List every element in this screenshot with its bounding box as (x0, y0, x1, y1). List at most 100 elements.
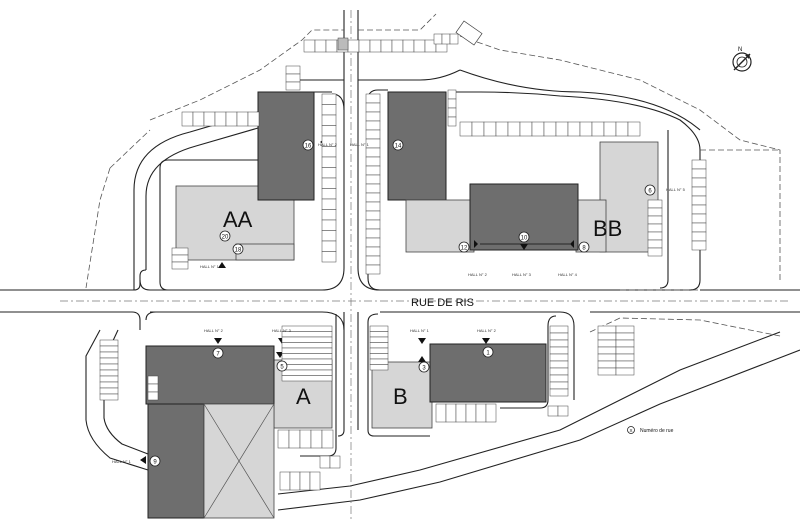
parking-lot-cell (365, 165, 381, 176)
parking-lot-cell (214, 111, 227, 127)
parking-lot-cell (203, 111, 216, 127)
parking-lot-cell (445, 403, 457, 423)
parking-lot-cell (303, 39, 316, 53)
parking-lot-cell (321, 251, 337, 263)
parking-lot-cell (281, 336, 333, 343)
parking-lot-cell (99, 369, 119, 377)
parking-lot-cell (531, 121, 545, 137)
parking-lot-cell (485, 403, 497, 423)
parking-lot-cell (99, 357, 119, 365)
parking-lot-cell (507, 121, 521, 137)
building-label-aa: AA (223, 207, 253, 232)
parking-lot-cell (455, 403, 467, 423)
parking-lot-cell (279, 471, 291, 491)
parking-lot-cell (281, 375, 333, 382)
parking-lot-cell (299, 471, 311, 491)
parking-lot-cell (321, 429, 334, 449)
parking-lot-cell (495, 121, 509, 137)
parking-lots (99, 33, 707, 491)
street-label: RUE DE RIS (411, 297, 474, 309)
parking-lot-cell (447, 98, 457, 109)
parking-lot-cell (365, 129, 381, 140)
parking-lot-cell (236, 111, 249, 127)
parking-lot-cell (647, 247, 663, 257)
parking-lot-cell (549, 374, 569, 383)
svg-text:1: 1 (486, 351, 490, 357)
parking-lot-cell (549, 360, 569, 369)
hall-label: HALL N° 5 (666, 187, 686, 192)
parking-lot-cell (310, 429, 323, 449)
street-number-marker: 12 (458, 241, 470, 253)
parking-lot-cell (365, 183, 381, 194)
street-number-marker: 6 (644, 184, 656, 196)
legend: X Numéro de rue (627, 426, 674, 434)
parking-lot-cell (321, 240, 337, 252)
parking-lot-cell (647, 223, 663, 233)
parking-lot-cell (281, 364, 333, 371)
parking-lot-cell (321, 209, 337, 221)
parking-lot-cell (647, 239, 663, 249)
parking-lot-cell (691, 168, 707, 179)
parking-lot-cell (547, 405, 559, 417)
parking-lot-cell (691, 177, 707, 188)
parking-lot-cell (325, 39, 338, 53)
entrance-planter (337, 20, 483, 51)
street-number-marker: 7 (212, 347, 224, 359)
parking-lot-cell (365, 246, 381, 257)
parking-lot-cell (285, 81, 301, 91)
parking-lot-cell (555, 121, 569, 137)
building-aa[interactable] (175, 91, 315, 261)
svg-text:16: 16 (305, 144, 312, 150)
street-number-marker: 3 (418, 361, 430, 373)
parking-lot-cell (285, 73, 301, 83)
parking-lot-cell (647, 231, 663, 241)
parking-lot-cell (449, 33, 459, 45)
parking-lot-cell (171, 261, 189, 270)
hall-label: HALL N° 1 (112, 459, 132, 464)
parking-lot-cell (579, 121, 593, 137)
parking-lot-cell (549, 346, 569, 355)
parking-lot-cell (591, 121, 605, 137)
parking-lot-cell (99, 345, 119, 353)
hall-label: HALL N° 1 (350, 142, 370, 147)
compass-icon: N (732, 47, 752, 72)
parking-lot-cell (309, 471, 321, 491)
parking-lot-cell (647, 215, 663, 225)
parking-lot-cell (549, 388, 569, 397)
building-label-bb: BB (593, 216, 622, 241)
parking-lot-cell (691, 240, 707, 251)
hall-label: HALL N° 3 (272, 328, 292, 333)
hall-label: HALL N° 3 (512, 272, 532, 277)
parking-lot-cell (321, 146, 337, 158)
parking-lot-cell (365, 102, 381, 113)
parking-lot-cell (647, 207, 663, 217)
parking-lot-cell (365, 264, 381, 275)
parking-lot-cell (147, 375, 159, 385)
parking-lot-cell (247, 111, 260, 127)
hall-label: HALL N° 2 (204, 328, 224, 333)
street-number-marker: 20 (219, 230, 231, 242)
parking-lot-cell (615, 325, 635, 334)
parking-lot-cell (281, 353, 333, 360)
parking-lot-cell (597, 346, 617, 355)
svg-text:6: 6 (648, 189, 652, 195)
parking-lot-cell (691, 213, 707, 224)
parking-lot-cell (99, 381, 119, 389)
parking-lot-cell (597, 367, 617, 376)
parking-lot-cell (321, 230, 337, 242)
parking-lot-cell (549, 332, 569, 341)
parking-lot-cell (369, 364, 389, 371)
parking-lot-cell (691, 222, 707, 233)
parking-lot-cell (288, 429, 301, 449)
parking-lot-cell (365, 219, 381, 230)
parking-lot-cell (447, 116, 457, 127)
parking-lot-cell (615, 353, 635, 362)
parking-lot-cell (358, 39, 371, 53)
parking-lot-cell (369, 342, 389, 349)
parking-lot-cell (365, 255, 381, 266)
street-number-marker: 18 (232, 243, 244, 255)
parking-lot-cell (433, 33, 443, 45)
parking-lot-cell (171, 247, 189, 256)
parking-lot-cell (321, 93, 337, 105)
